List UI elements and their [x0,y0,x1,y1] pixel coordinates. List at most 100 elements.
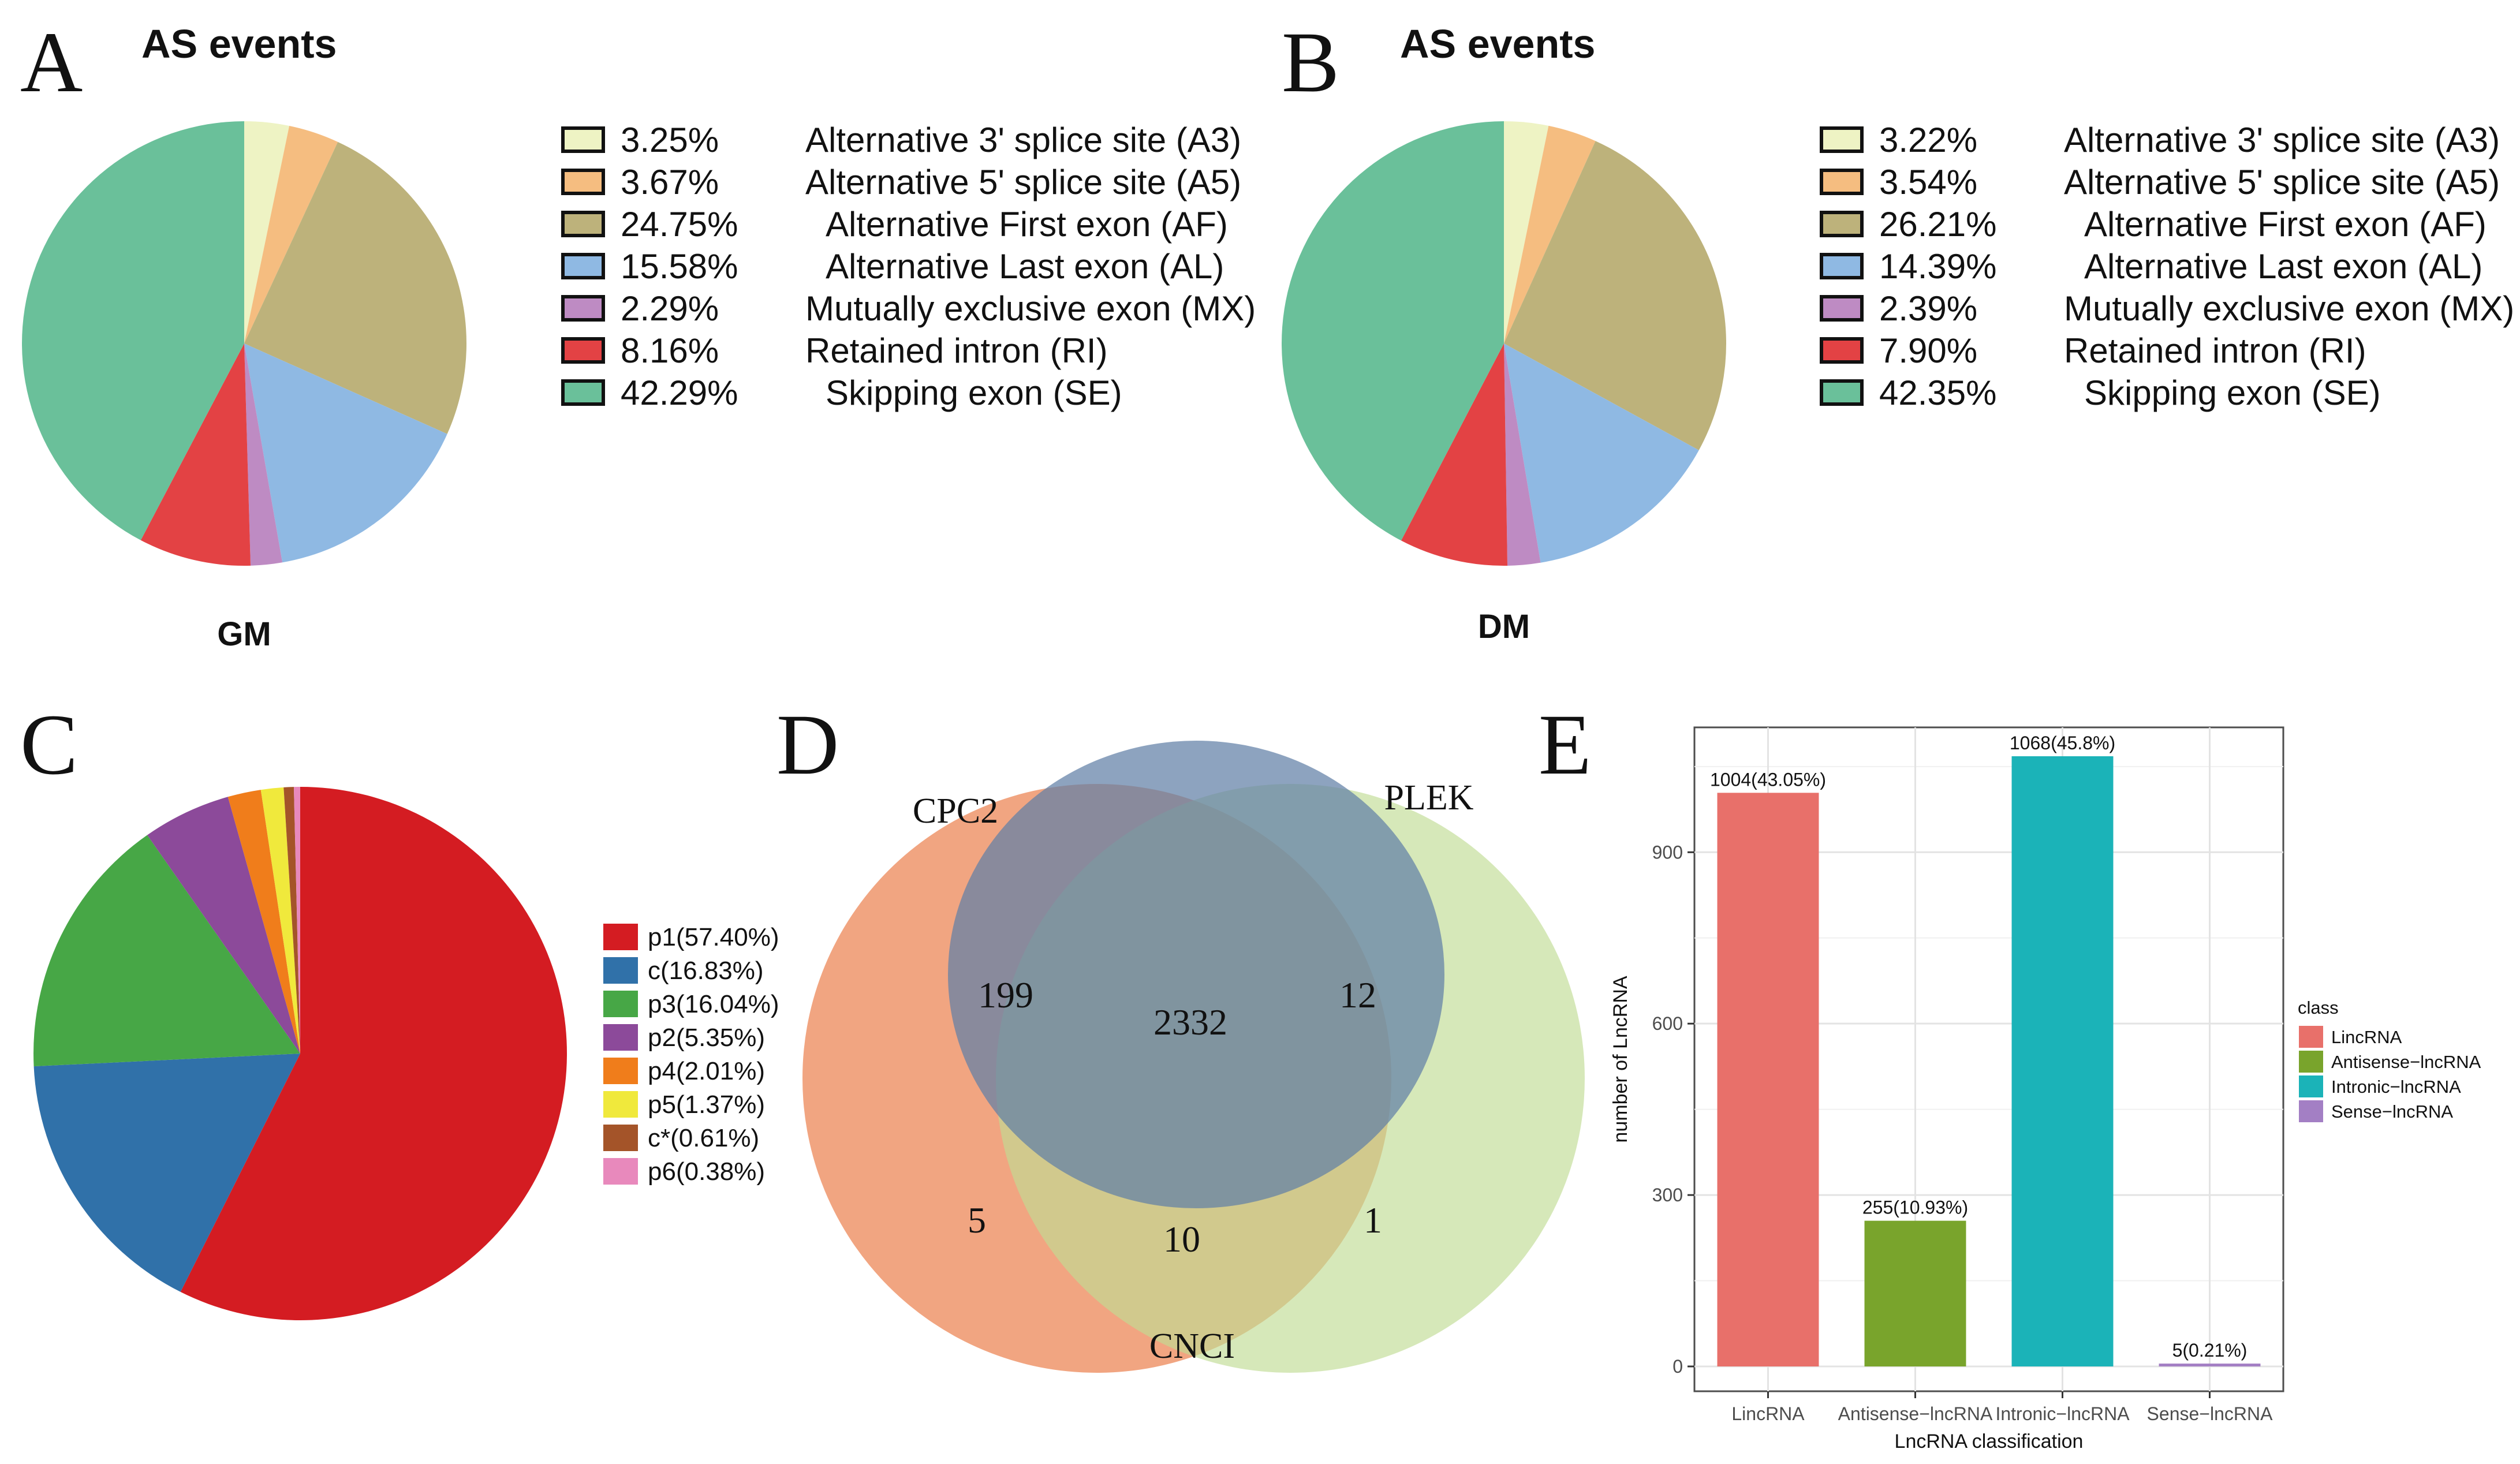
panel-b-pie [1282,121,1726,566]
panel-e-legend-swatch-4 [2299,1100,2323,1122]
panel-e-x-tick-label-2: Antisense−lncRNA [1838,1403,1993,1424]
panel-b-legend-swatch-5 [1820,295,1864,322]
venn-count-cpc2-only: 5 [968,1200,986,1241]
panel-e-bar-4 [2159,1364,2261,1366]
panel-b-legend-pct-2: 3.54% [1879,163,1977,201]
panel-c-legend-swatch-2 [603,957,638,984]
panel-b-legend-label-1: Alternative 3' splice site (A3) [2064,121,2500,159]
panel-a-legend-label-7: Skipping exon (SE) [826,374,1122,412]
panel-c-legend-label-1: p1(57.40%) [648,923,779,951]
panel-a-legend-swatch-4 [561,253,605,279]
panel-c-pie-slice-2 [33,1054,301,1292]
panel-b-pie-slice-7 [1282,121,1504,541]
panel-e-data-label-1: 1004(43.05%) [1710,769,1826,790]
panel-c-legend-label-7: c*(0.61%) [648,1124,759,1152]
panel-e-x-tick-label-3: Intronic−lncRNA [1995,1403,2130,1424]
panel-a-legend-pct-1: 3.25% [621,121,719,159]
panel-c-pie-slice-8 [293,787,300,1054]
panel-e-legend-swatch-1 [2299,1026,2323,1048]
panel-e-letter: E [1539,697,1592,793]
panel-a-title: AS events [141,21,337,66]
panel-b-pie-slice-6 [1401,343,1508,566]
venn-label-cnci: CNCI [1149,1327,1235,1366]
panel-e-legend-swatch-2 [2299,1051,2323,1073]
panel-c-legend-label-3: p3(16.04%) [648,990,779,1018]
venn-count-cpc2-cnci: 10 [1163,1219,1200,1260]
panel-e-x-tick-label-4: Sense−lncRNA [2147,1403,2273,1424]
panel-c: C p1(57.40%)c(16.83%)p3(16.04%)p2(5.35%)… [20,697,779,1321]
panel-b-pie-slice-2 [1504,125,1596,343]
venn-count-plek-cnci: 1 [1364,1200,1382,1241]
panel-b-pie-slice-1 [1504,121,1549,343]
panel-a-legend-pct-3: 24.75% [621,205,738,244]
panel-b-legend-label-6: Retained intron (RI) [2064,331,2366,370]
panel-a: A AS events GM 3.25% Alternative 3' splic… [20,14,1256,653]
panel-b-legend-swatch-1 [1820,126,1864,153]
panel-b-legend-pct-1: 3.22% [1879,121,1977,159]
panel-e-x-tick-label-1: LincRNA [1731,1403,1805,1424]
venn-count-plek-only-top: 12 [1339,974,1376,1015]
panel-a-legend-swatch-7 [561,379,605,406]
panel-e-legend: LincRNAAntisense−lncRNAIntronic−lncRNASe… [2299,1026,2481,1122]
panel-a-legend-swatch-5 [561,295,605,322]
panel-e-legend-title: class [2298,998,2339,1018]
panel-e-bar-2 [1864,1220,1966,1366]
panel-a-legend: 3.25%Alternative 3' splice site (A3)3.67… [561,121,1256,412]
venn-count-all: 2332 [1153,1002,1227,1043]
panel-e-y-tick-label: 0 [1672,1356,1683,1377]
panel-a-legend-pct-7: 42.29% [621,374,738,412]
panel-c-pie-slice-6 [260,787,300,1054]
panel-e-y-tick-label: 900 [1652,842,1683,862]
panel-b-title: AS events [1400,21,1595,66]
panel-c-legend-swatch-6 [603,1091,638,1118]
panel-a-pie [22,121,466,566]
panel-e-legend-label-3: Intronic−lncRNA [2331,1077,2461,1097]
panel-b-legend-swatch-6 [1820,337,1864,364]
panel-a-legend-pct-4: 15.58% [621,247,738,286]
panel-b-legend-pct-5: 2.39% [1879,289,1977,328]
panel-c-legend-swatch-3 [603,991,638,1017]
panel-e-legend-swatch-3 [2299,1075,2323,1097]
panel-b-pie-slice-3 [1504,141,1726,450]
venn-count-cpc2-plek: 199 [978,974,1033,1015]
panel-b-legend-swatch-3 [1820,211,1864,237]
venn-label-plek: PLEK [1384,778,1474,817]
panel-e-y-tick-label: 300 [1652,1185,1683,1205]
panel-b-legend-swatch-2 [1820,169,1864,195]
panel-e-legend-label-2: Antisense−lncRNA [2331,1052,2481,1072]
panel-c-legend-swatch-5 [603,1058,638,1084]
panel-e-y-axis-title: number of LncRNA [1610,976,1632,1142]
panel-b-legend-swatch-4 [1820,253,1864,279]
panel-c-legend-label-5: p4(2.01%) [648,1057,765,1085]
panel-a-legend-swatch-2 [561,169,605,195]
panel-c-legend-label-4: p2(5.35%) [648,1024,765,1052]
panel-a-pie-slice-7 [22,121,244,540]
panel-b-pie-slice-5 [1504,343,1541,566]
panel-e-bar-3 [2011,756,2114,1366]
panel-b-legend-pct-4: 14.39% [1879,247,1997,286]
panel-a-pie-slice-4 [244,343,447,563]
panel-a-pie-label: GM [217,615,271,653]
panel-c-legend-swatch-7 [603,1125,638,1151]
panel-b-legend-label-2: Alternative 5' splice site (A5) [2064,163,2500,201]
panel-a-legend-label-6: Retained intron (RI) [805,331,1108,370]
panel-b-legend-label-5: Mutually exclusive exon (MX) [2064,289,2514,328]
panel-a-letter: A [20,14,83,110]
panel-e-data-label-2: 255(10.93%) [1862,1197,1968,1218]
panel-b-legend-label-4: Alternative Last exon (AL) [2084,247,2482,286]
panel-e-x-axis-title: LncRNA classification [1895,1431,2084,1452]
panel-a-legend-label-1: Alternative 3' splice site (A3) [805,121,1241,159]
panel-b-legend-pct-3: 26.21% [1879,205,1997,244]
panel-c-legend-label-8: p6(0.38%) [648,1157,765,1186]
panel-e-bar-chart: 03006009001004(43.05%)LincRNA255(10.93%)… [1610,726,2284,1452]
panel-b-legend-swatch-7 [1820,379,1864,406]
panel-a-pie-slice-3 [244,141,466,434]
panel-c-letter: C [20,697,78,793]
panel-e-bar-1 [1717,793,1819,1366]
panel-a-legend-label-3: Alternative First exon (AF) [826,205,1228,244]
panel-a-legend-pct-6: 8.16% [621,331,719,370]
panel-e: E 03006009001004(43.05%)LincRNA255(10.93… [1539,697,2481,1452]
venn-label-cpc2: CPC2 [913,791,998,831]
panel-b-letter: B [1282,14,1339,110]
